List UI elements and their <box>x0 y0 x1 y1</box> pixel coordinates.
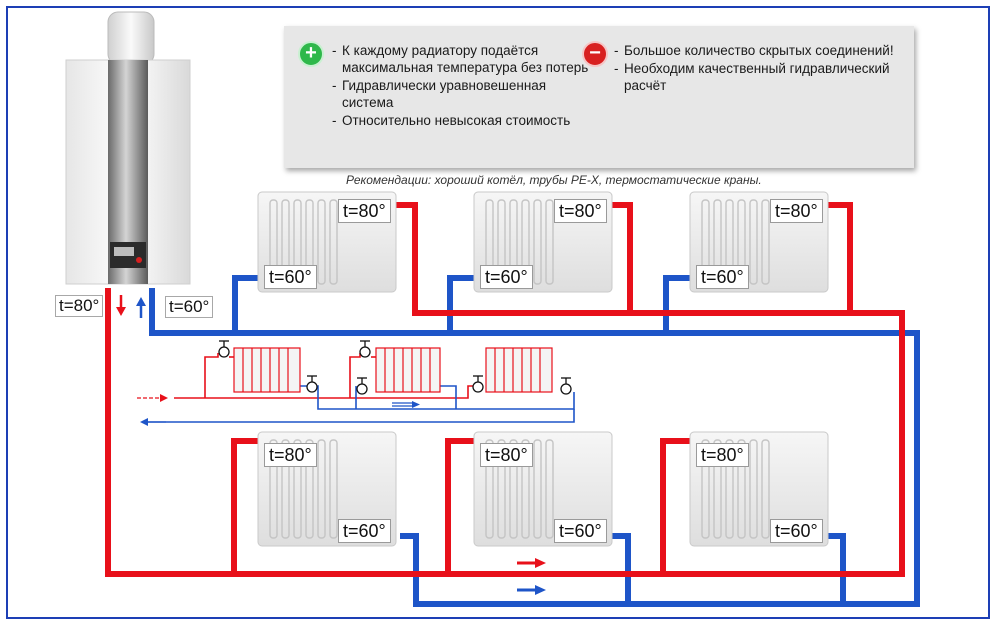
mini-radiator-2 <box>375 347 441 393</box>
radiator-lower-3-return-label: t=60° <box>770 519 823 543</box>
advantage-item: Относительно невысокая стоимость <box>330 112 590 129</box>
upper-return-branch-1 <box>232 275 262 333</box>
radiator-lower-3-supply-label: t=80° <box>696 443 749 467</box>
lower-supply-branch-3 <box>660 438 692 574</box>
info-panel: + К каждому радиатору подаётся максималь… <box>284 26 914 168</box>
upper-supply-branch-3 <box>826 202 853 313</box>
mini-supply-riser-1 <box>204 353 219 398</box>
disadvantage-item: Большое количество скрытых соединений! <box>612 42 912 59</box>
boiler-display <box>114 247 134 256</box>
advantage-item: К каждому радиатору подаётся максимальна… <box>330 42 590 76</box>
outer-frame <box>6 6 990 619</box>
mini-supply-riser-2 <box>349 353 361 398</box>
radiator-upper-2-supply-label: t=80° <box>554 199 607 223</box>
bottom-flow-arrows <box>517 558 546 595</box>
thermostatic-valve-icon <box>218 340 572 395</box>
radiator-upper-1-return-label: t=60° <box>264 265 317 289</box>
radiator-lower-2-return-label: t=60° <box>554 519 607 543</box>
boiler-supply-main <box>105 202 905 577</box>
recommendation-note: Рекомендации: хороший котёл, трубы PE-X,… <box>346 173 762 187</box>
radiator-upper-1-supply-label: t=80° <box>338 199 391 223</box>
lower-return-main <box>400 533 917 607</box>
advantages-list: К каждому радиатору подаётся максимальна… <box>330 42 590 130</box>
radiator-upper-3-supply-label: t=80° <box>770 199 823 223</box>
mini-supply-pipe <box>174 385 476 399</box>
mini-return-line <box>144 409 575 423</box>
boiler-return-label: t=60° <box>165 296 214 318</box>
minus-icon: − <box>582 41 608 67</box>
disadvantages-list: Большое количество скрытых соединений! Н… <box>612 42 912 95</box>
upper-supply-branch-2 <box>610 202 633 313</box>
lower-return-branch-3 <box>826 533 846 604</box>
boiler <box>65 11 191 285</box>
lower-return-branch-2 <box>610 533 631 604</box>
radiator-upper-3-return-label: t=60° <box>696 265 749 289</box>
boiler-flow-arrows <box>116 295 146 318</box>
boiler-supply-label: t=80° <box>55 295 104 317</box>
mini-radiator-3 <box>485 347 553 393</box>
disadvantage-item: Необходим качественный гидравлический ра… <box>612 60 912 94</box>
flow-arrow-icon <box>137 394 420 426</box>
lower-supply-branch-2 <box>445 438 478 574</box>
supply-pipes <box>105 202 905 577</box>
radiator-lower-2-supply-label: t=80° <box>480 443 533 467</box>
plus-icon: + <box>298 41 324 67</box>
lower-supply-branch-1 <box>231 438 262 574</box>
mini-return-riser <box>440 385 457 409</box>
radiator-upper-2-return-label: t=60° <box>480 265 533 289</box>
radiator-lower-1-supply-label: t=80° <box>264 443 317 467</box>
mini-radiator-1 <box>233 347 301 393</box>
mini-scheme <box>137 340 575 426</box>
radiator-lower-1-return-label: t=60° <box>338 519 391 543</box>
advantage-item: Гидравлически уравновешенная система <box>330 77 590 111</box>
boiler-indicator <box>136 257 142 263</box>
